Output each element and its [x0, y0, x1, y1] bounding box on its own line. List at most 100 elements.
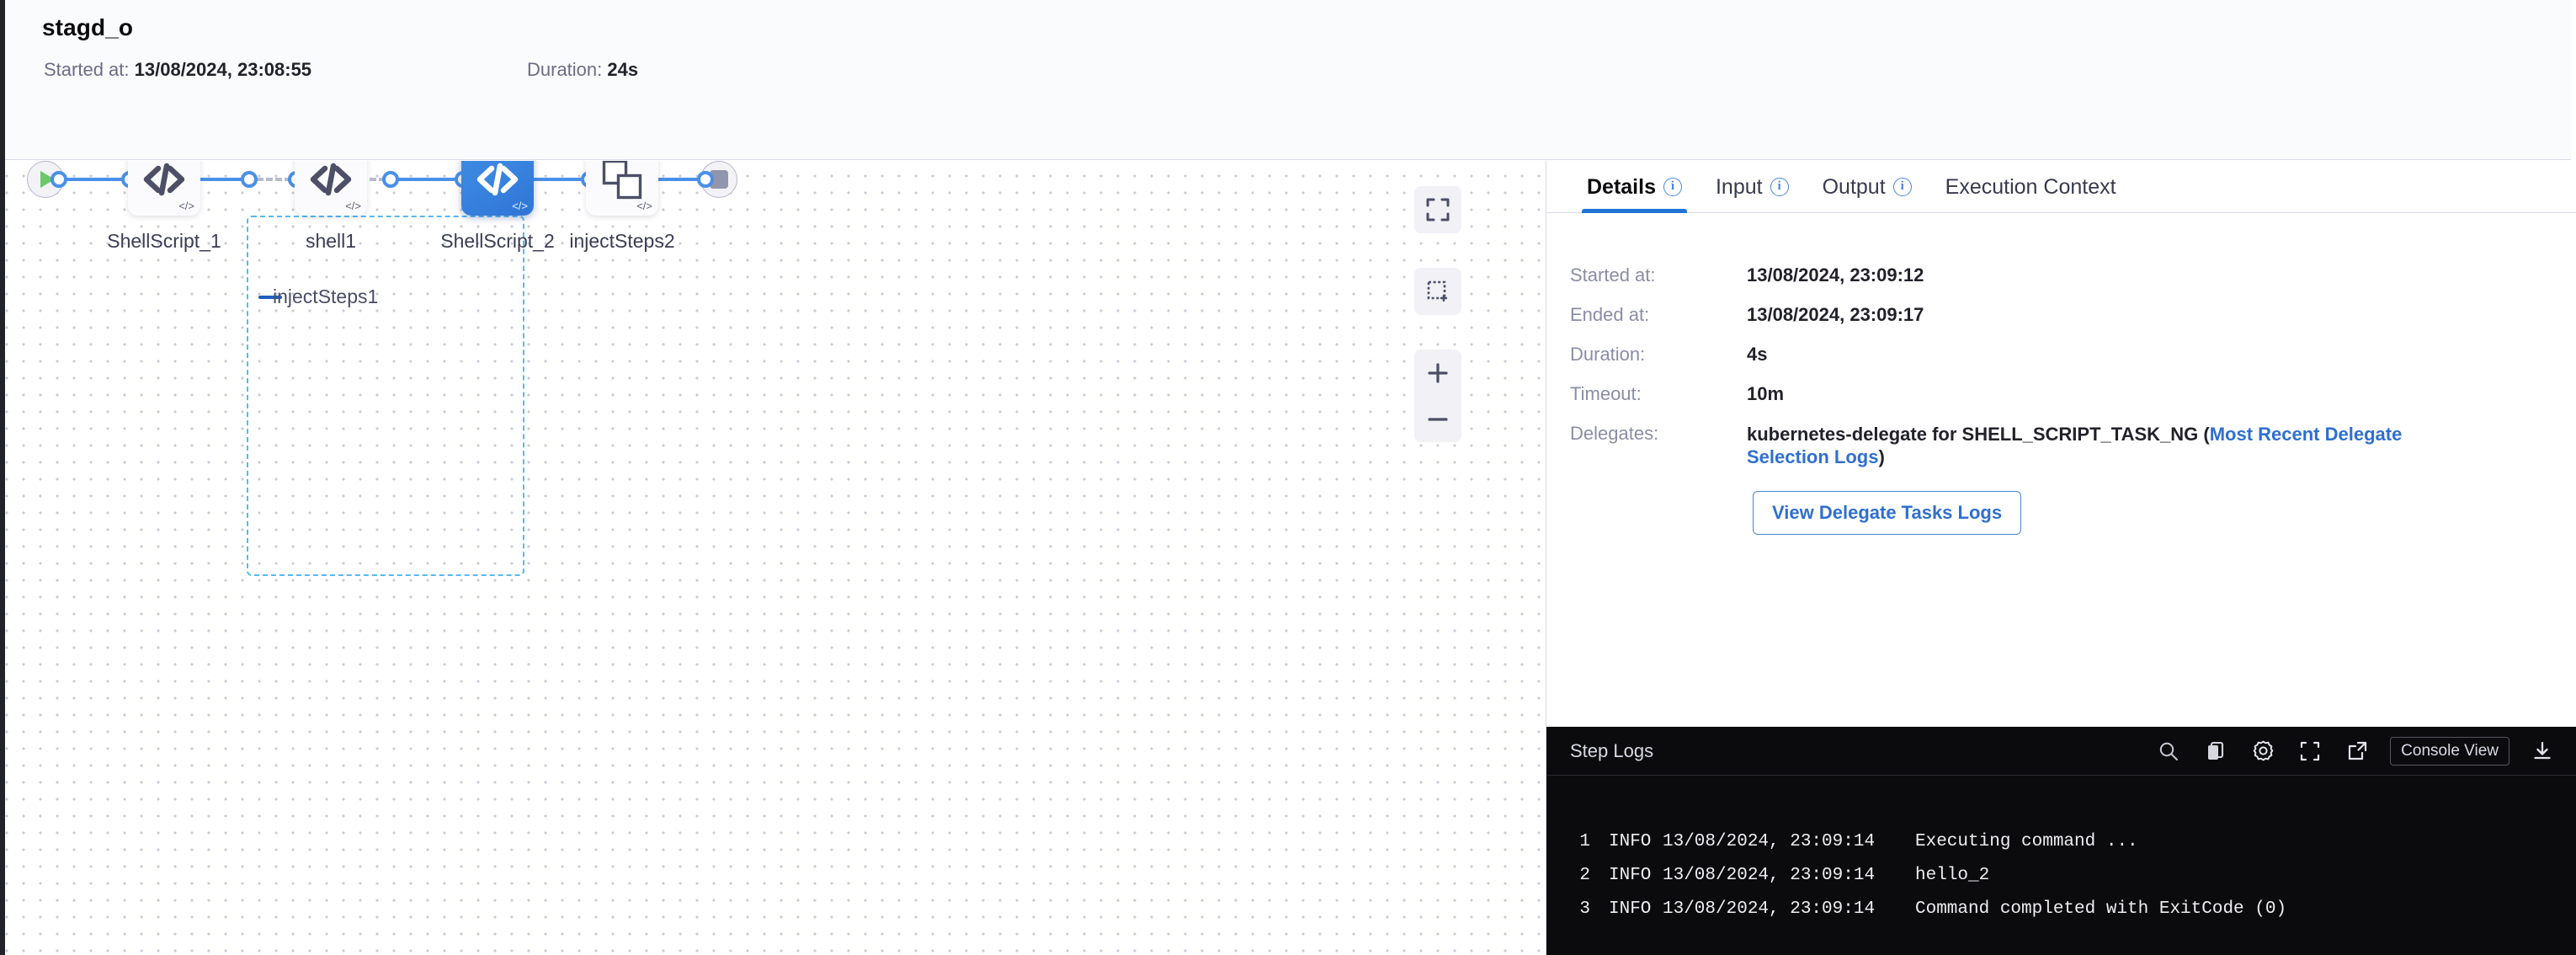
log-line-level: INFO [1609, 899, 1652, 919]
info-icon[interactable]: i [1663, 178, 1682, 196]
step-node-label-injectsteps2: injectSteps2 [569, 230, 675, 252]
log-line-message: Executing command ... [1915, 831, 2138, 851]
detail-row-ended-at: Ended at: 13/08/2024, 23:09:17 [1570, 304, 1924, 326]
log-line-number: 3 [1579, 899, 1590, 919]
step-node-label-shellscript-2: ShellScript_2 [440, 230, 555, 252]
duration-label: Duration: [1570, 344, 1646, 365]
ended-at-value: 13/08/2024, 23:09:17 [1747, 304, 1924, 325]
search-icon[interactable] [2154, 737, 2183, 766]
port-group-out [382, 171, 399, 188]
step-logs-tools: Console View [2154, 736, 2557, 766]
tab-input[interactable]: Input i [1699, 161, 1806, 213]
tab-execution-context-label: Execution Context [1945, 174, 2116, 199]
wire-1 [54, 178, 130, 181]
gear-icon[interactable] [2249, 737, 2277, 766]
step-group-injectsteps1[interactable] [247, 216, 524, 576]
step-logs-panel: Step Logs [1546, 727, 2576, 955]
node-type-code-icon: </> [512, 200, 528, 212]
step-node-shellscript-1[interactable]: </> [128, 161, 200, 216]
step-node-shell1[interactable]: </> [295, 161, 367, 216]
tab-execution-context[interactable]: Execution Context [1929, 161, 2133, 213]
select-area-button[interactable] [1414, 268, 1461, 315]
download-icon[interactable] [2528, 737, 2557, 766]
log-line-level: INFO [1609, 865, 1652, 885]
wire-2 [173, 178, 247, 181]
delegates-suffix: ) [1878, 446, 1885, 468]
step-node-injectsteps2[interactable]: </> [586, 161, 658, 216]
open-external-icon[interactable] [2343, 737, 2371, 766]
detail-tabs: Details i Input i Output i Execution Con… [1546, 161, 2576, 213]
ended-at-label: Ended at: [1570, 304, 1650, 325]
tab-input-label: Input [1715, 174, 1763, 199]
delegate-selection-logs-link[interactable]: Most Recent Delegate Selection Logs [1747, 424, 2403, 468]
log-line-level: INFO [1609, 831, 1652, 851]
stop-icon [710, 170, 728, 189]
pipeline-canvas[interactable]: injectSteps1 [5, 161, 1546, 955]
started-at-label: Started at: [44, 59, 130, 80]
wire-3-dashed [247, 178, 291, 181]
code-icon [475, 162, 520, 197]
node-type-code-icon: </> [178, 200, 194, 212]
log-line-list[interactable]: 1 INFO 13/08/2024, 23:09:14 Executing co… [1546, 824, 2576, 926]
log-line-message: Command completed with ExitCode (0) [1915, 899, 2287, 919]
delegates-value: kubernetes-delegate for SHELL_SCRIPT_TAS… [1747, 423, 2446, 469]
delegates-label: Delegates: [1570, 423, 1659, 444]
detail-row-timeout: Timeout: 10m [1570, 383, 1784, 405]
left-edge-strip [0, 0, 5, 955]
node-type-code-icon: </> [636, 200, 652, 212]
node-type-code-icon: </> [345, 200, 361, 212]
select-area-control[interactable] [1414, 268, 1461, 315]
log-line: 3 INFO 13/08/2024, 23:09:14 Command comp… [1546, 892, 2576, 926]
zoom-in-button[interactable] [1414, 349, 1461, 396]
details-content: Started at: 13/08/2024, 23:09:12 Ended a… [1546, 214, 2576, 566]
started-at-meta: Started at: 13/08/2024, 23:08:55 [44, 59, 311, 81]
started-at-value: 13/08/2024, 23:09:12 [1747, 264, 1924, 285]
step-group-icon [601, 161, 643, 200]
started-at-label: Started at: [1570, 264, 1656, 285]
code-icon [141, 162, 187, 197]
tab-details-label: Details [1587, 174, 1656, 199]
fit-to-screen-button[interactable] [1414, 186, 1461, 233]
info-icon[interactable]: i [1892, 178, 1912, 196]
tab-output-label: Output [1822, 174, 1886, 199]
duration-value: 4s [1747, 344, 1768, 365]
detail-row-delegates: Delegates: kubernetes-delegate for SHELL… [1570, 423, 2547, 469]
log-line: 1 INFO 13/08/2024, 23:09:14 Executing co… [1546, 824, 2576, 858]
log-line-message: hello_2 [1915, 865, 1990, 885]
detail-row-duration: Duration: 4s [1570, 344, 1767, 365]
duration-label: Duration: [527, 59, 603, 80]
step-logs-title: Step Logs [1570, 739, 1654, 761]
step-node-shellscript-2[interactable]: </> [461, 161, 534, 216]
copy-icon[interactable] [2201, 737, 2230, 766]
page-title: stagd_o [42, 14, 134, 40]
started-at-value: 13/08/2024, 23:08:55 [134, 59, 312, 80]
tab-output[interactable]: Output i [1806, 161, 1929, 213]
log-line-timestamp: 13/08/2024, 23:09:14 [1663, 899, 1876, 919]
zoom-controls[interactable] [1414, 349, 1461, 442]
group-collapse-toggle-icon[interactable] [258, 296, 282, 299]
wire-7 [635, 178, 709, 181]
step-node-label-shell1: shell1 [305, 230, 357, 252]
step-logs-toolbar: Step Logs [1546, 727, 2576, 776]
info-icon[interactable]: i [1770, 178, 1789, 196]
timeout-value: 10m [1747, 383, 1785, 404]
port-group-in [241, 171, 258, 188]
end-node[interactable] [700, 161, 737, 198]
fit-to-screen-control[interactable] [1414, 186, 1461, 233]
tab-details[interactable]: Details i [1570, 161, 1699, 213]
log-line-number: 1 [1579, 831, 1590, 851]
zoom-out-button[interactable] [1414, 396, 1461, 442]
log-line: 2 INFO 13/08/2024, 23:09:14 hello_2 [1546, 858, 2576, 892]
console-view-toggle[interactable]: Console View [2390, 736, 2509, 766]
code-icon [308, 162, 354, 197]
stage-header: stagd_o Started at: 13/08/2024, 23:08:55… [5, 0, 2571, 160]
view-delegate-tasks-logs-button[interactable]: View Delegate Tasks Logs [1753, 491, 2022, 535]
step-group-label: injectSteps1 [273, 285, 379, 307]
duration-meta: Duration: 24s [527, 59, 638, 81]
fullscreen-icon[interactable] [2296, 737, 2324, 766]
wire-5 [386, 178, 458, 181]
log-line-timestamp: 13/08/2024, 23:09:14 [1663, 865, 1876, 885]
duration-value: 24s [607, 59, 639, 80]
log-line-number: 2 [1579, 865, 1590, 885]
